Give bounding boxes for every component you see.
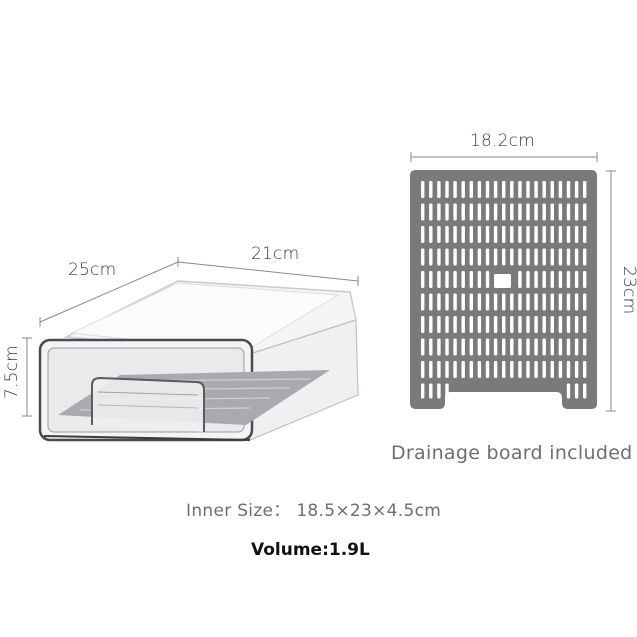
drawer-dimension-lines — [22, 257, 359, 417]
inner-size-text: Inner Size： 18.5×23×4.5cm — [186, 501, 442, 521]
board-width-label: 18.2cm — [470, 131, 535, 151]
board-dimension-lines — [410, 152, 616, 412]
drawer-depth-label: 25cm — [68, 260, 117, 280]
drainage-slots — [421, 181, 587, 399]
drawer-body — [38, 280, 359, 442]
drainage-board-caption: Drainage board included — [391, 442, 633, 464]
drawer-height-label: 7.5cm — [2, 345, 22, 399]
volume-text: Volume:1.9L — [251, 540, 370, 560]
board-height-label: 23cm — [619, 266, 637, 315]
center-square-hole — [494, 274, 511, 288]
drawer-width-label: 21cm — [251, 244, 300, 264]
